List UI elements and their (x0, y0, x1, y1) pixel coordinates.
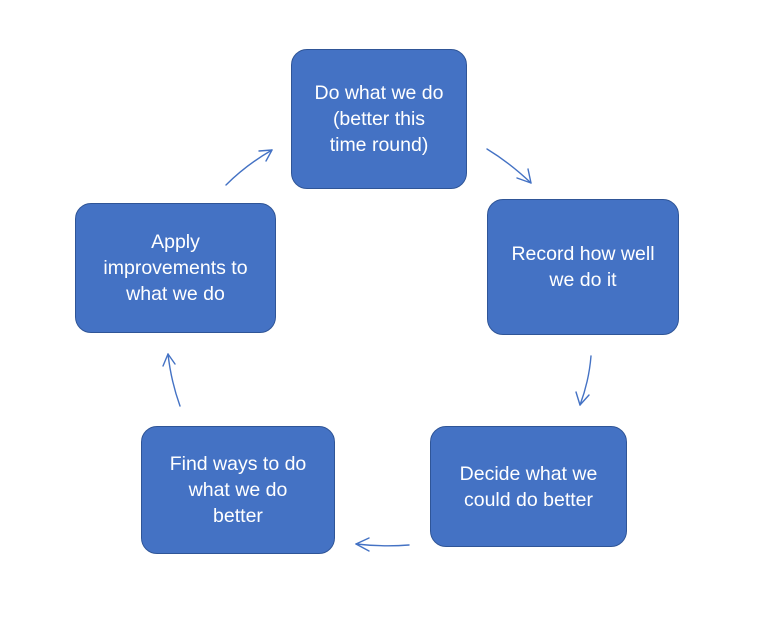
arrow-apply-to-do (225, 149, 273, 186)
arrow-record-to-decide (575, 355, 592, 406)
step-find-ways: Find ways to do what we do better (141, 426, 335, 554)
arrow-decide-to-find (355, 537, 410, 552)
step-do-what-we-do: Do what we do (better this time round) (291, 49, 467, 189)
arrow-do-to-record (486, 148, 532, 184)
step-decide-what-better: Decide what we could do better (430, 426, 627, 547)
step-apply-improvements: Apply improvements to what we do (75, 203, 276, 333)
step-record-how-well: Record how well we do it (487, 199, 679, 335)
arrow-find-to-apply (162, 353, 181, 407)
